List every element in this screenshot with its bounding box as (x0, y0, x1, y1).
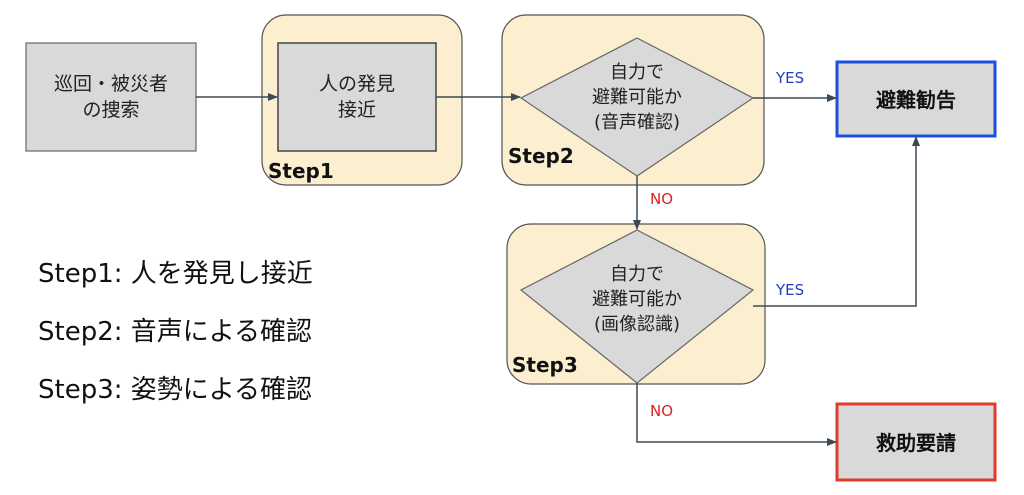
arrow-image-no-to-rescue (636, 383, 837, 446)
search-node-line1: 巡回・被災者 (54, 73, 168, 95)
decision-image-line1: 自力で (610, 264, 664, 285)
decision-voice-line1: 自力で (610, 62, 664, 83)
discover-node-line1: 人の発見 (319, 73, 395, 95)
edge-label-no-image: NO (650, 402, 673, 420)
discover-node-line2: 接近 (338, 99, 376, 121)
step1-label: Step1 (268, 159, 334, 183)
decision-image-line2: 避難可能か (592, 289, 682, 310)
legend-step2: Step2: 音声による確認 (38, 317, 312, 347)
step2-label: Step2 (508, 144, 574, 168)
legend-step3: Step3: 姿勢による確認 (38, 375, 312, 405)
decision-image-line3: (画像認識) (594, 314, 680, 335)
search-node-line2: の捜索 (82, 99, 139, 121)
discover-node (277, 42, 437, 152)
rescue-node (835, 402, 997, 482)
evacuate-node-label: 避難勧告 (876, 88, 956, 112)
arrow-image-yes-to-evacuate (753, 136, 920, 307)
evacuate-node (835, 60, 997, 138)
search-node (25, 42, 197, 152)
decision-voice-line3: (音声確認) (594, 112, 680, 133)
edge-label-yes-image: YES (775, 281, 804, 299)
legend-step1: Step1: 人を発見し接近 (38, 259, 313, 289)
decision-voice-line2: 避難可能か (592, 87, 682, 108)
rescue-node-label: 救助要請 (876, 431, 956, 455)
edge-label-no-voice: NO (650, 190, 673, 208)
edge-label-yes-voice: YES (775, 69, 804, 87)
step3-label: Step3 (512, 353, 578, 377)
